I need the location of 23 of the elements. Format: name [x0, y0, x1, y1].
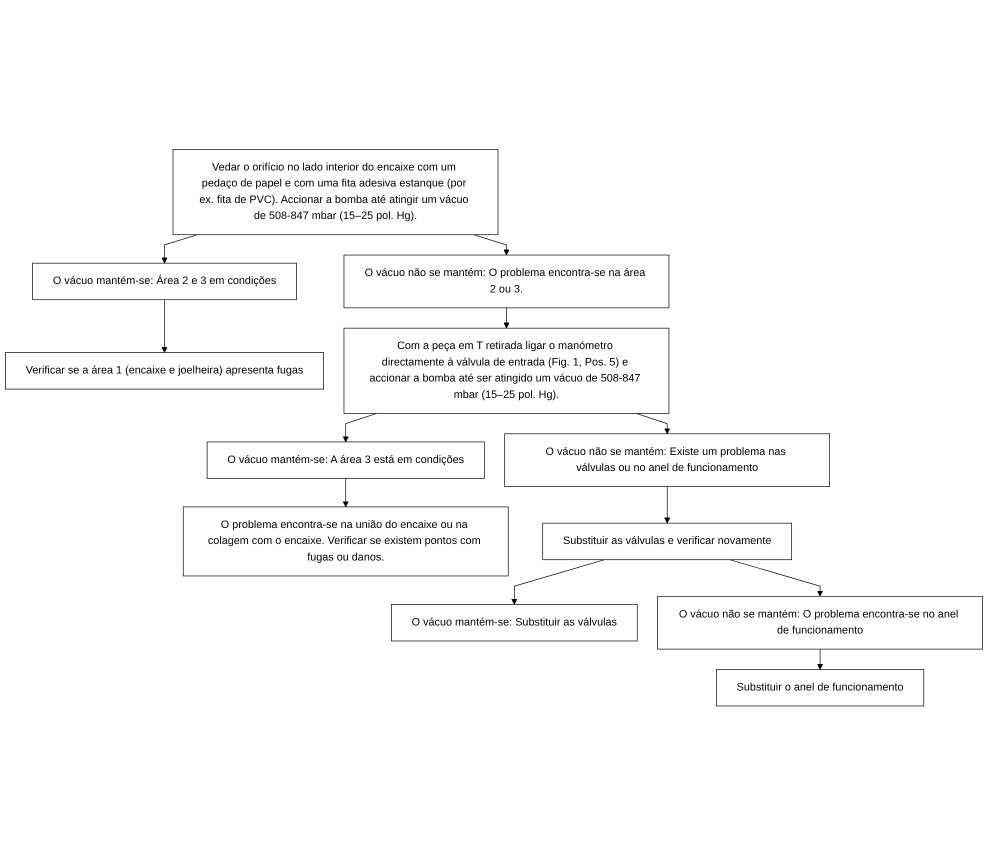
arrow: [636, 412, 670, 434]
arrow: [162, 299, 168, 353]
node-box: O problema encontra-se na união do encaixe ou na colagem com o encaixe. Verificar se existem pontos com fugas ou danos.: [182, 506, 509, 576]
node-box: Verificar se a área 1 (encaixe e joelheira) apresenta fugas: [5, 352, 324, 390]
arrow: [504, 307, 510, 328]
node-box: Com a peça em T retirada ligar o manómetro directamente à válvula de entrada (Fig. 1, Pos. 5) e accionar a bomba até ser atingido um vácuo de 508-847 mbar (15–25 pol. Hg).: [344, 328, 670, 414]
arrow: [511, 559, 605, 604]
node-box: O vácuo não se mantém: Existe um problema nas válvulas ou no anel de funcionamento: [504, 433, 830, 487]
node-box: O vácuo mantém-se: A área 3 está em condições: [206, 441, 485, 479]
arrow: [664, 486, 670, 524]
node-box: O vácuo mantém-se: Substituir as válvulas: [391, 604, 638, 642]
arrow: [342, 412, 377, 442]
arrow: [473, 234, 510, 256]
node-box: O vácuo mantém-se: Área 2 e 3 em condições: [32, 262, 297, 300]
arrow: [817, 648, 824, 670]
node-box: Substituir as válvulas e verificar novamente: [542, 522, 792, 560]
arrow: [342, 478, 349, 507]
arrow: [729, 559, 824, 596]
arrow: [162, 234, 198, 264]
node-box: Vedar o orifício no lado interior do encaixe com um pedaço de papel e com uma fita adesiva estanque (por ex. fita de PVC). Accionar a bomba até atingir um vácuo de 508-847 mbar (15–25 pol. Hg).: [172, 148, 498, 235]
node-box: Substituir o anel de funcionamento: [716, 668, 924, 706]
node-box: O vácuo não se mantém: O problema encontra-se na área 2 ou 3.: [344, 254, 670, 308]
node-box: O vácuo não se mantém: O problema encontra-se no anel de funcionamento: [657, 596, 983, 650]
